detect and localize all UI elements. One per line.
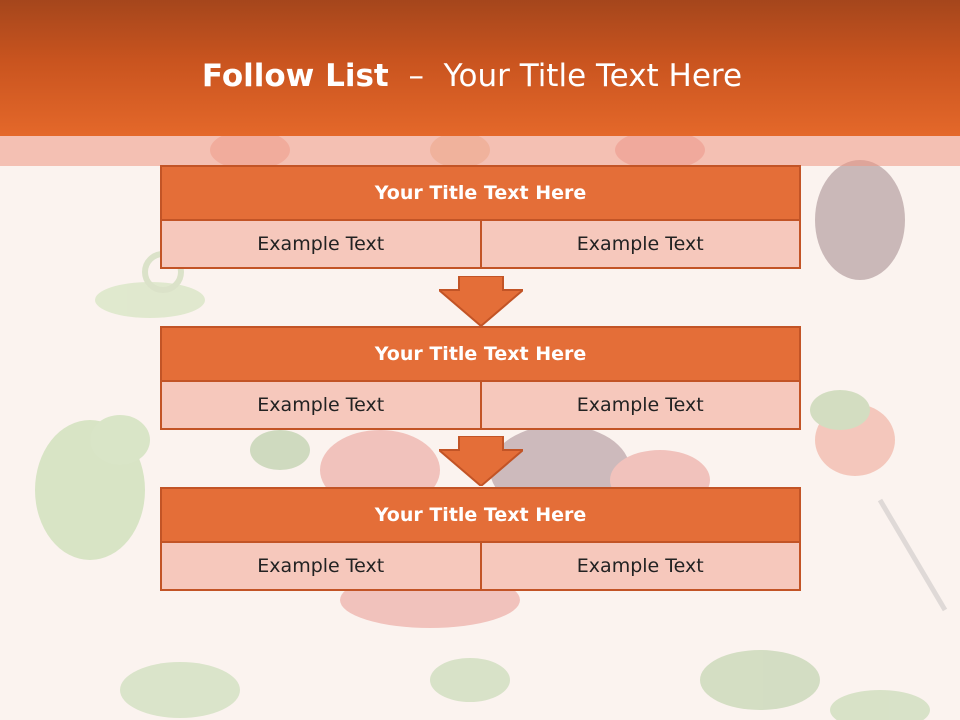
list-block-3: Your Title Text Here Example Text Exampl… — [160, 487, 801, 591]
block-cell-left[interactable]: Example Text — [160, 543, 482, 591]
block-cell-left[interactable]: Example Text — [160, 221, 482, 269]
list-block-1: Your Title Text Here Example Text Exampl… — [160, 165, 801, 269]
title-rest: – Your Title Text Here — [388, 58, 743, 94]
block-row: Example Text Example Text — [160, 382, 801, 430]
down-arrow-icon — [439, 276, 523, 326]
block-cell-right[interactable]: Example Text — [481, 221, 801, 269]
down-arrow-icon — [439, 436, 523, 486]
block-cell-right[interactable]: Example Text — [481, 543, 801, 591]
block-title[interactable]: Your Title Text Here — [160, 326, 801, 382]
slide-title: Follow List – Your Title Text Here — [0, 52, 944, 100]
header-band — [0, 136, 960, 166]
block-title[interactable]: Your Title Text Here — [160, 165, 801, 221]
header-bar — [0, 0, 960, 136]
list-block-2: Your Title Text Here Example Text Exampl… — [160, 326, 801, 430]
block-row: Example Text Example Text — [160, 543, 801, 591]
block-cell-left[interactable]: Example Text — [160, 382, 482, 430]
block-title[interactable]: Your Title Text Here — [160, 487, 801, 543]
block-cell-right[interactable]: Example Text — [481, 382, 801, 430]
title-bold: Follow List — [201, 58, 389, 94]
block-row: Example Text Example Text — [160, 221, 801, 269]
